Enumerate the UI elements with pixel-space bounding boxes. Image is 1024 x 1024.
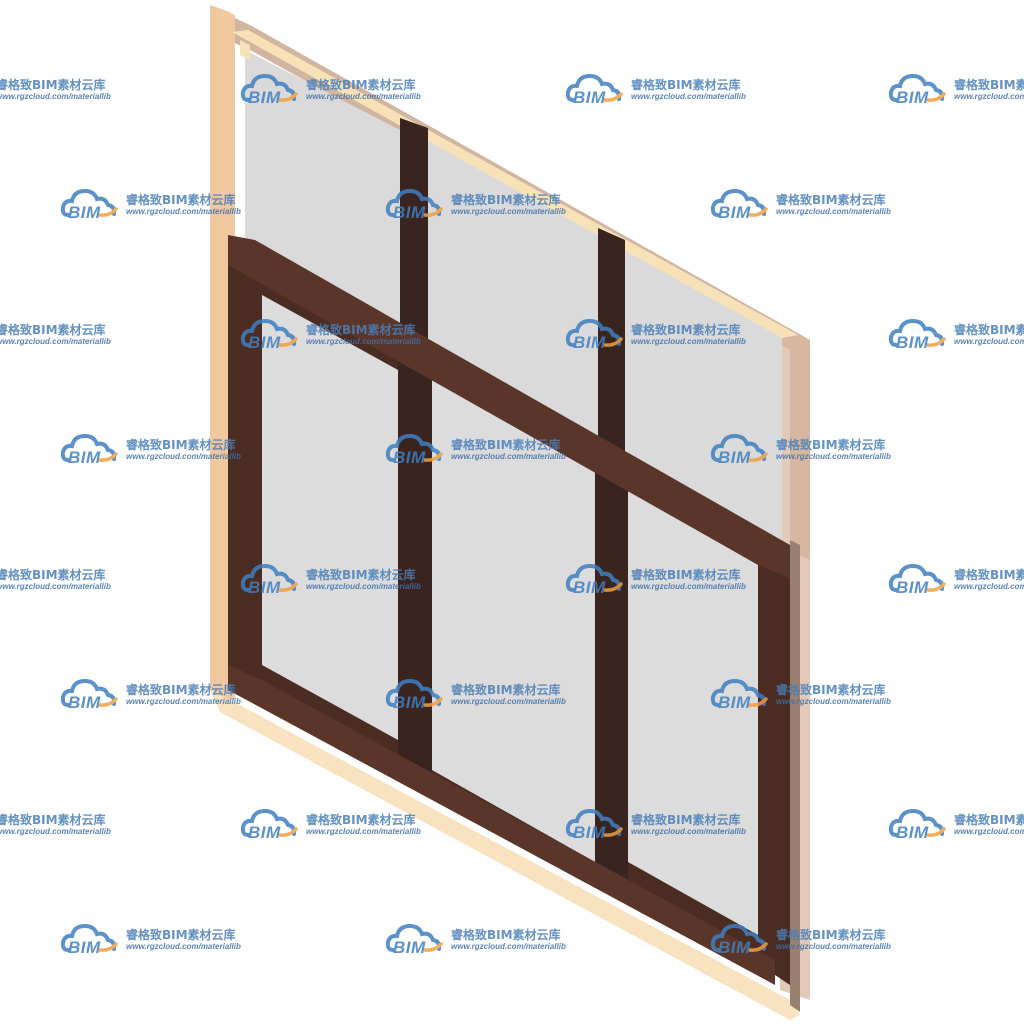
glass-pane-top-right	[625, 250, 782, 545]
outer-frame-sill	[210, 690, 800, 1020]
transom-mullion-2	[598, 228, 625, 462]
outer-frame-right-edge	[790, 540, 800, 1012]
glass-pane-bottom-middle	[432, 378, 595, 862]
glass-pane-bottom-right	[628, 490, 758, 935]
lower-mullion-1	[398, 355, 432, 780]
lower-mullion-2	[595, 462, 628, 885]
transom-mullion-1	[400, 118, 428, 350]
transom-bar	[228, 235, 790, 578]
transom-top-highlight	[232, 30, 798, 338]
glass-pane-bottom-left	[262, 295, 398, 740]
transom-top-left-strip	[240, 40, 250, 60]
bottom-rail	[228, 665, 775, 985]
